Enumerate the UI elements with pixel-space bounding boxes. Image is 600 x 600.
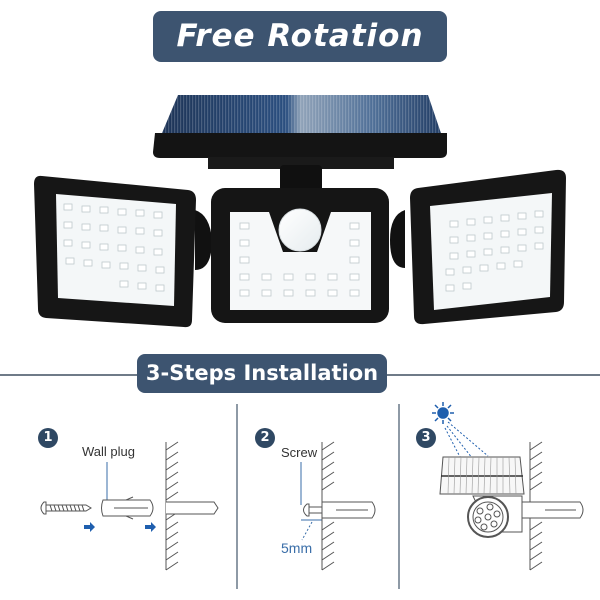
light-head-icon [467,495,523,538]
step-number-badge: 3 [416,428,436,448]
wall-icon [165,441,219,571]
motion-sensor [278,208,322,252]
wall-plug-label: Wall plug [82,444,135,459]
screw-icon [303,503,323,517]
wall-plug-icon [101,496,154,520]
wall-plug-icon [521,501,584,519]
step-separator [398,404,400,589]
step-number-badge: 2 [255,428,275,448]
step-separator [236,404,238,589]
measurement-label: 5mm [281,540,313,556]
solar-panel [153,95,447,193]
right-light-panel [390,169,566,325]
left-light-panel [34,175,212,328]
arrow-right-icon [145,522,156,532]
section-title: 3-Steps Installation [137,354,387,393]
screw-icon [40,501,92,515]
wall-plug-icon [321,501,376,519]
screw-label: Screw [281,445,318,460]
step-number-badge: 1 [38,428,58,448]
sun-icon [432,402,454,424]
center-light-panel [211,188,389,323]
product-image [34,95,566,328]
solar-panel-icon [439,456,525,495]
page-title: Free Rotation [153,11,447,62]
arrow-right-icon [84,522,95,532]
